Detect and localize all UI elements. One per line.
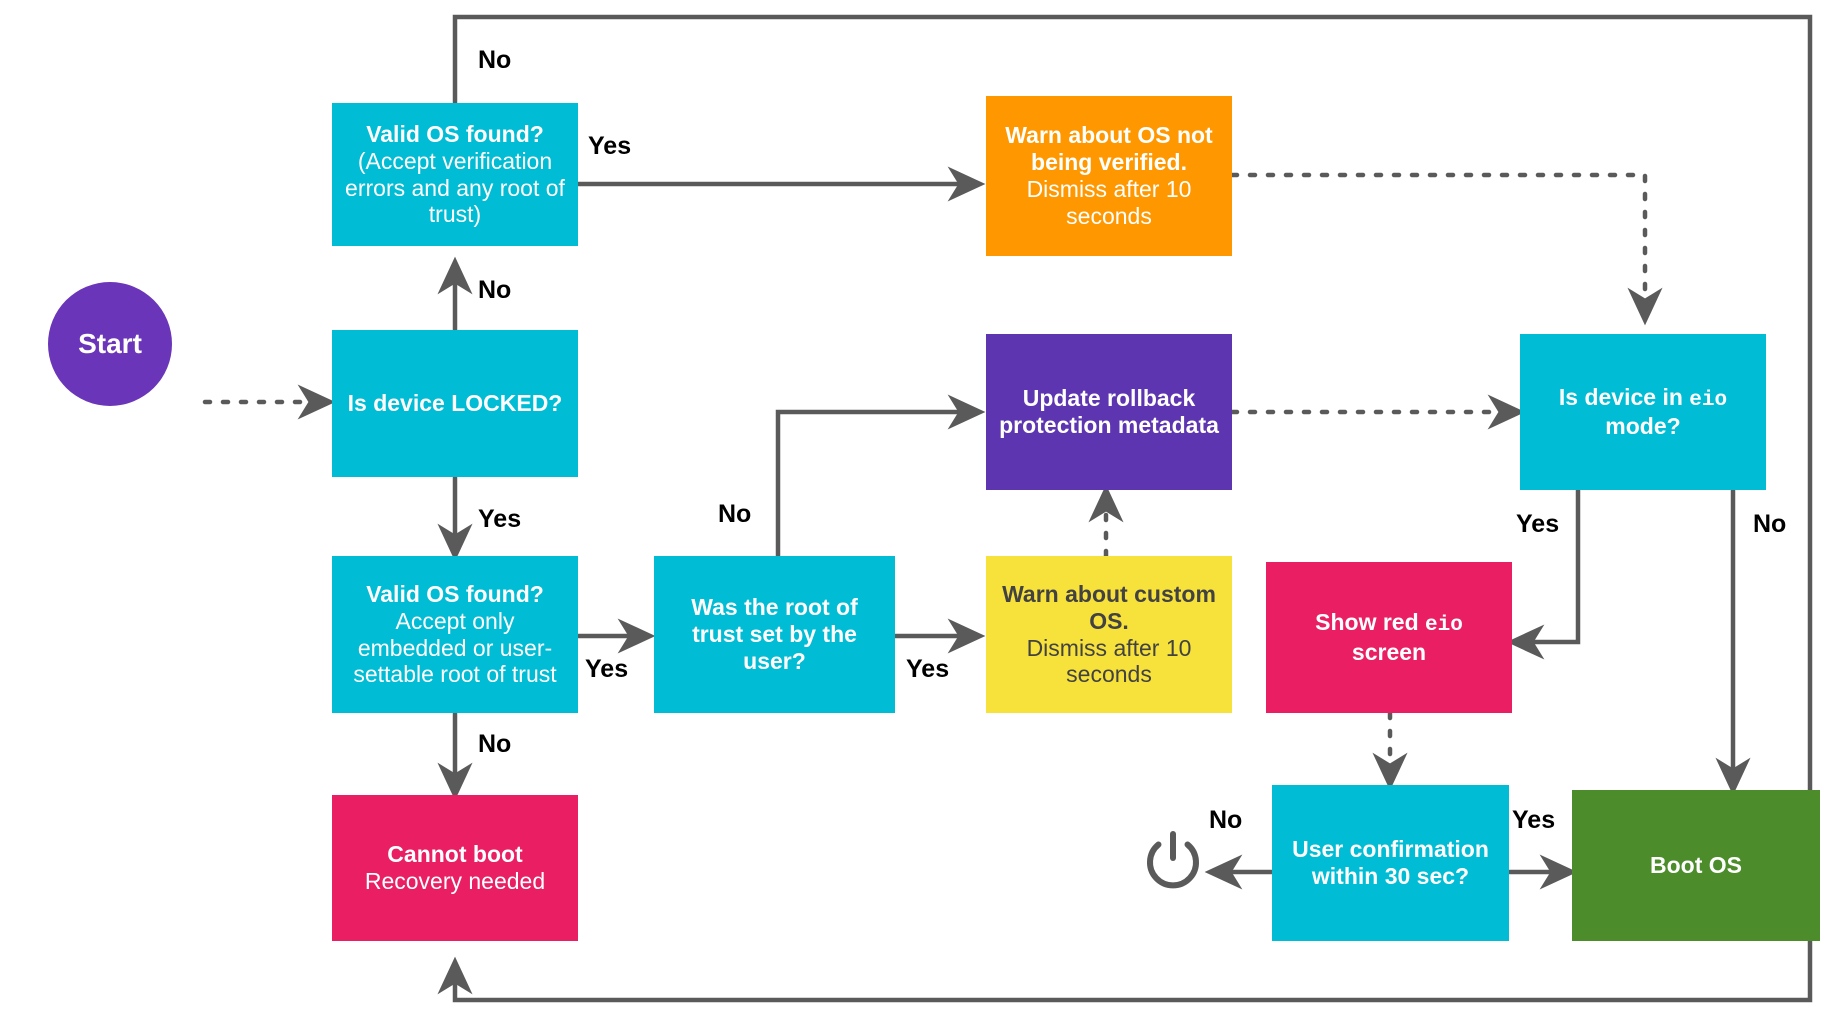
edge-label-unlocked-valid-yes: Yes (588, 132, 632, 160)
edge-label-locked-yes: Yes (478, 505, 522, 533)
edge-rot-no (775, 394, 986, 556)
node-is-device-eio-title-mono: eio (1689, 388, 1728, 412)
edge-label-unlocked-valid-no: No (478, 46, 512, 74)
node-start-label: Start (78, 327, 142, 359)
node-user-confirmation[interactable]: User confirmation within 30 sec? (1272, 785, 1509, 941)
node-is-device-eio-title-before: Is device in (1558, 383, 1690, 410)
node-cannot-boot-sub: Recovery needed (364, 868, 546, 894)
node-warn-custom-os[interactable]: Warn about custom OS. Dismiss after 10 s… (986, 556, 1232, 713)
node-root-of-trust-user[interactable]: Was the root of trust set by the user? (654, 556, 895, 713)
node-valid-os-unlocked[interactable]: Valid OS found? (Accept verification err… (332, 103, 578, 246)
edge-label-eio-yes: Yes (1516, 510, 1560, 538)
node-update-rollback[interactable]: Update rollback protection metadata (986, 334, 1232, 490)
node-is-device-eio-title-after: mode? (1605, 413, 1681, 440)
node-cannot-boot-title: Cannot boot (387, 841, 523, 868)
edge-label-rot-no: No (718, 500, 752, 528)
node-valid-os-locked-sub: Accept only embedded or user-settable ro… (353, 607, 557, 688)
node-valid-os-unlocked-sub: (Accept verification errors and any root… (345, 147, 565, 228)
edge-label-eio-no: No (1753, 510, 1787, 538)
edge-label-confirm-no: No (1209, 806, 1243, 834)
edge-label-locked-valid-yes: Yes (585, 655, 629, 683)
node-boot-os[interactable]: Boot OS (1572, 790, 1820, 941)
node-show-red-eio-title-after: screen (1351, 638, 1427, 665)
node-valid-os-locked[interactable]: Valid OS found? Accept only embedded or … (332, 556, 578, 713)
edge-label-rot-yes: Yes (906, 655, 950, 683)
node-is-device-eio-title: Is device in eio mode? (1530, 384, 1756, 440)
node-cannot-boot[interactable]: Cannot boot Recovery needed (332, 795, 578, 941)
node-warn-not-verified-title: Warn about OS not being verified. (1005, 122, 1213, 176)
node-is-device-eio[interactable]: Is device in eio mode? (1520, 334, 1766, 490)
node-boot-os-title: Boot OS (1650, 852, 1742, 879)
node-root-of-trust-user-title: Was the root of trust set by the user? (691, 594, 858, 674)
node-start[interactable]: Start (48, 282, 172, 406)
node-user-confirmation-title: User confirmation within 30 sec? (1292, 836, 1489, 889)
edge-warn-to-eio (1229, 172, 1663, 326)
node-show-red-eio-title-mono: eio (1425, 614, 1463, 638)
edge-label-locked-no: No (478, 276, 512, 304)
node-warn-not-verified-sub: Dismiss after 10 seconds (1026, 176, 1192, 229)
node-valid-os-unlocked-title: Valid OS found? (366, 120, 544, 147)
node-show-red-eio-title: Show red eio screen (1276, 609, 1502, 665)
node-valid-os-locked-title: Valid OS found? (366, 580, 544, 607)
power-off-icon (1140, 828, 1206, 894)
node-update-rollback-title: Update rollback protection metadata (999, 385, 1219, 438)
node-is-device-locked-title: Is device LOCKED? (347, 390, 563, 417)
edge-label-confirm-yes: Yes (1512, 806, 1556, 834)
node-warn-not-verified[interactable]: Warn about OS not being verified. Dismis… (986, 96, 1232, 256)
node-show-red-eio[interactable]: Show red eio screen (1266, 562, 1512, 713)
node-warn-custom-os-sub: Dismiss after 10 seconds (1026, 634, 1192, 688)
node-is-device-locked[interactable]: Is device LOCKED? (332, 330, 578, 477)
node-show-red-eio-title-before: Show red (1315, 609, 1426, 636)
edge-label-locked-valid-no: No (478, 730, 512, 758)
node-warn-custom-os-title: Warn about custom OS. (1002, 580, 1216, 634)
